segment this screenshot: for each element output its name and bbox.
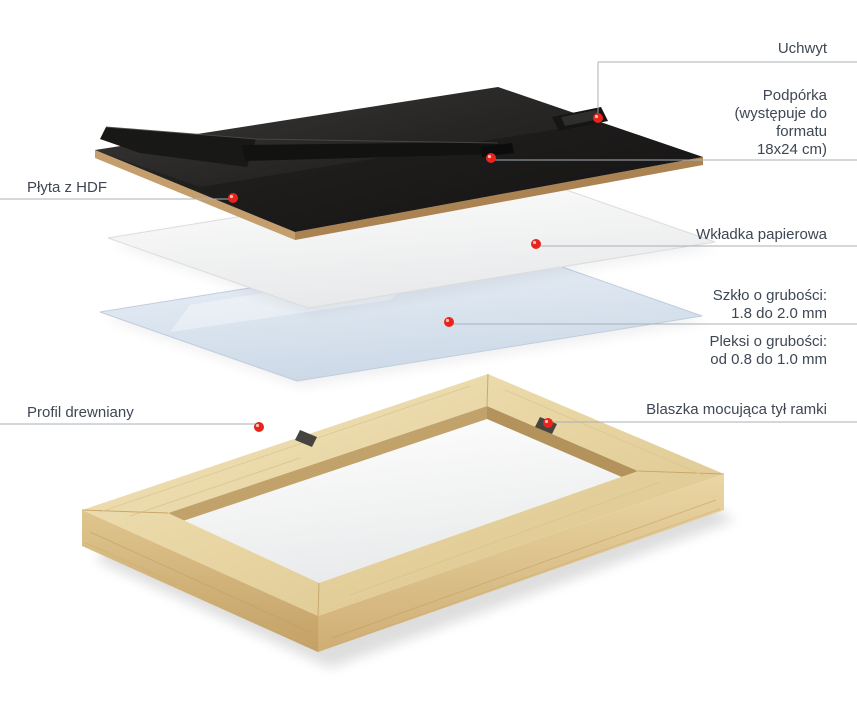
frame-top-face [82, 374, 724, 616]
label-wkladka: Wkładka papierowa [696, 226, 827, 243]
label-pleksi-line2: od 0.8 do 1.0 mm [710, 351, 827, 368]
label-podporka: Podpórka (występuje do formatu 18x24 cm) [734, 87, 827, 159]
label-podporka-line1: Podpórka [762, 87, 827, 104]
dot-highlight [594, 114, 599, 119]
callout-dot-szklo [444, 317, 454, 327]
stand-edge-highlight [105, 126, 499, 144]
wood-grain [129, 457, 301, 517]
dot-highlight [255, 423, 260, 428]
label-pleksi-line1: Pleksi o grubości: [709, 333, 827, 350]
callout-dot-blaszka [543, 418, 553, 428]
wood-grain [99, 385, 471, 513]
label-szklo-line2: 1.8 do 2.0 mm [731, 305, 827, 322]
wood-grain [325, 508, 721, 649]
stand-hinge [480, 143, 514, 157]
stand-arm [242, 142, 499, 161]
dot-highlight [445, 318, 450, 323]
label-uchwyt: Uchwyt [777, 40, 827, 57]
dot-highlight [544, 419, 549, 424]
callout-dot-profil [254, 422, 264, 432]
label-blaszka: Blaszka mocująca tył ramki [646, 401, 827, 418]
label-podporka-line2: (występuje do [734, 105, 827, 122]
hdf-edge-right [295, 157, 703, 240]
uchwyt-hanger [552, 107, 608, 131]
frame-miter [486, 373, 489, 407]
hdf-face [95, 87, 703, 232]
callout-dot-plyta [228, 193, 238, 203]
dot-highlight [229, 194, 234, 199]
podporka-stand [100, 126, 514, 167]
frame-shadow [95, 498, 735, 668]
stand-base [100, 127, 256, 167]
label-podporka-line4: 18x24 cm) [756, 141, 827, 158]
leader-lines [0, 61, 857, 425]
callout-dots [228, 113, 603, 432]
callout-dot-uchwyt [593, 113, 603, 123]
wood-grain [349, 481, 661, 596]
label-pleksi: Pleksi o grubości: od 0.8 do 1.0 mm [709, 333, 827, 369]
frame-side-right [318, 474, 724, 652]
label-szklo-line1: Szkło o grubości: [712, 287, 827, 304]
frame-backing [168, 419, 638, 597]
frame-clip-left [295, 430, 317, 447]
dot-highlight [487, 154, 492, 159]
label-podporka-line3: formatu [776, 123, 827, 140]
wood-grain [89, 531, 311, 633]
dot-highlight [532, 240, 537, 245]
label-szklo: Szkło o grubości: 1.8 do 2.0 mm [713, 287, 827, 323]
label-profil: Profil drewniany [27, 404, 134, 421]
frame-inner-wall-left [168, 406, 487, 526]
wood-grain [85, 542, 315, 647]
wooden-frame [81, 373, 735, 668]
callout-dot-podporka [486, 153, 496, 163]
hdf-edge-left [95, 150, 295, 240]
label-plyta-hdf: Płyta z HDF [27, 179, 108, 196]
wood-grain [331, 499, 717, 639]
frame-side-left [82, 510, 318, 652]
hanger-slot [561, 110, 600, 126]
frame-inner-wall-right [487, 406, 638, 484]
frame-miter [637, 470, 725, 475]
hdf-board [95, 87, 703, 240]
callout-dot-wkladka [531, 239, 541, 249]
wood-grain [504, 389, 706, 477]
frame-miter [81, 509, 169, 514]
frame-miter [317, 582, 320, 617]
